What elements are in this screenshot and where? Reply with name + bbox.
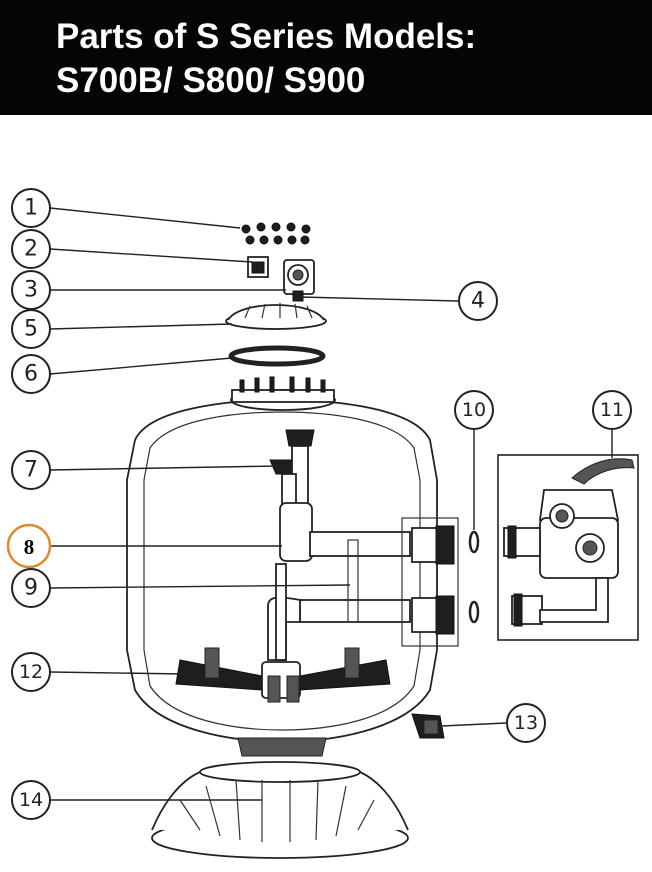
- title-line-1: Parts of S Series Models:: [56, 17, 477, 56]
- svg-text:2: 2: [24, 237, 38, 262]
- callout-9: 9: [11, 568, 51, 608]
- callout-11: 11: [592, 390, 632, 430]
- svg-text:6: 6: [24, 362, 38, 387]
- callout-1: 1: [11, 188, 51, 228]
- svg-text:4: 4: [471, 289, 485, 314]
- part-4-air-release: [292, 290, 304, 302]
- title-line-2: S700B/ S800/ S900: [56, 61, 366, 100]
- part-10-o-rings: [468, 530, 480, 624]
- part-5-lid: [225, 303, 327, 330]
- callout-14: 14: [11, 780, 51, 820]
- svg-text:7: 7: [24, 458, 38, 483]
- part-3-pressure-gauge: [283, 259, 315, 295]
- leader-lines: [49, 207, 613, 801]
- svg-text:11: 11: [600, 399, 624, 421]
- svg-text:13: 13: [514, 712, 538, 734]
- exploded-parts-diagram: 1 2 3 4 5 6 7 8 9 10 11 12 13 14: [6, 188, 639, 859]
- callout-2: 2: [11, 229, 51, 269]
- part-1-bolts: [241, 222, 311, 245]
- svg-text:9: 9: [24, 576, 38, 601]
- callout-3: 3: [11, 270, 51, 310]
- svg-text:12: 12: [19, 661, 43, 683]
- part-14-base: [151, 761, 409, 859]
- svg-text:5: 5: [24, 317, 38, 342]
- part-6-o-ring: [228, 345, 326, 367]
- part-2-fitting: [247, 256, 269, 278]
- svg-text:14: 14: [19, 789, 43, 811]
- callout-8-highlighted: 8: [6, 523, 52, 569]
- title-banner: Parts of S Series Models: S700B/ S800/ S…: [0, 0, 652, 115]
- callout-4: 4: [458, 281, 498, 321]
- callout-10: 10: [454, 390, 494, 430]
- part-13-drain-plug: [411, 713, 445, 739]
- part-11-multiport-valve: [497, 454, 639, 641]
- callout-7: 7: [11, 450, 51, 490]
- part-12-laterals: [175, 647, 391, 703]
- callout-6: 6: [11, 354, 51, 394]
- svg-text:10: 10: [462, 399, 486, 421]
- tank-ports: [401, 517, 459, 647]
- internal-plumbing: [267, 429, 411, 661]
- svg-text:8: 8: [24, 535, 35, 559]
- svg-text:3: 3: [24, 278, 38, 303]
- callout-13: 13: [506, 703, 546, 743]
- callout-5: 5: [11, 309, 51, 349]
- callout-12: 12: [11, 652, 51, 692]
- svg-text:1: 1: [24, 196, 38, 221]
